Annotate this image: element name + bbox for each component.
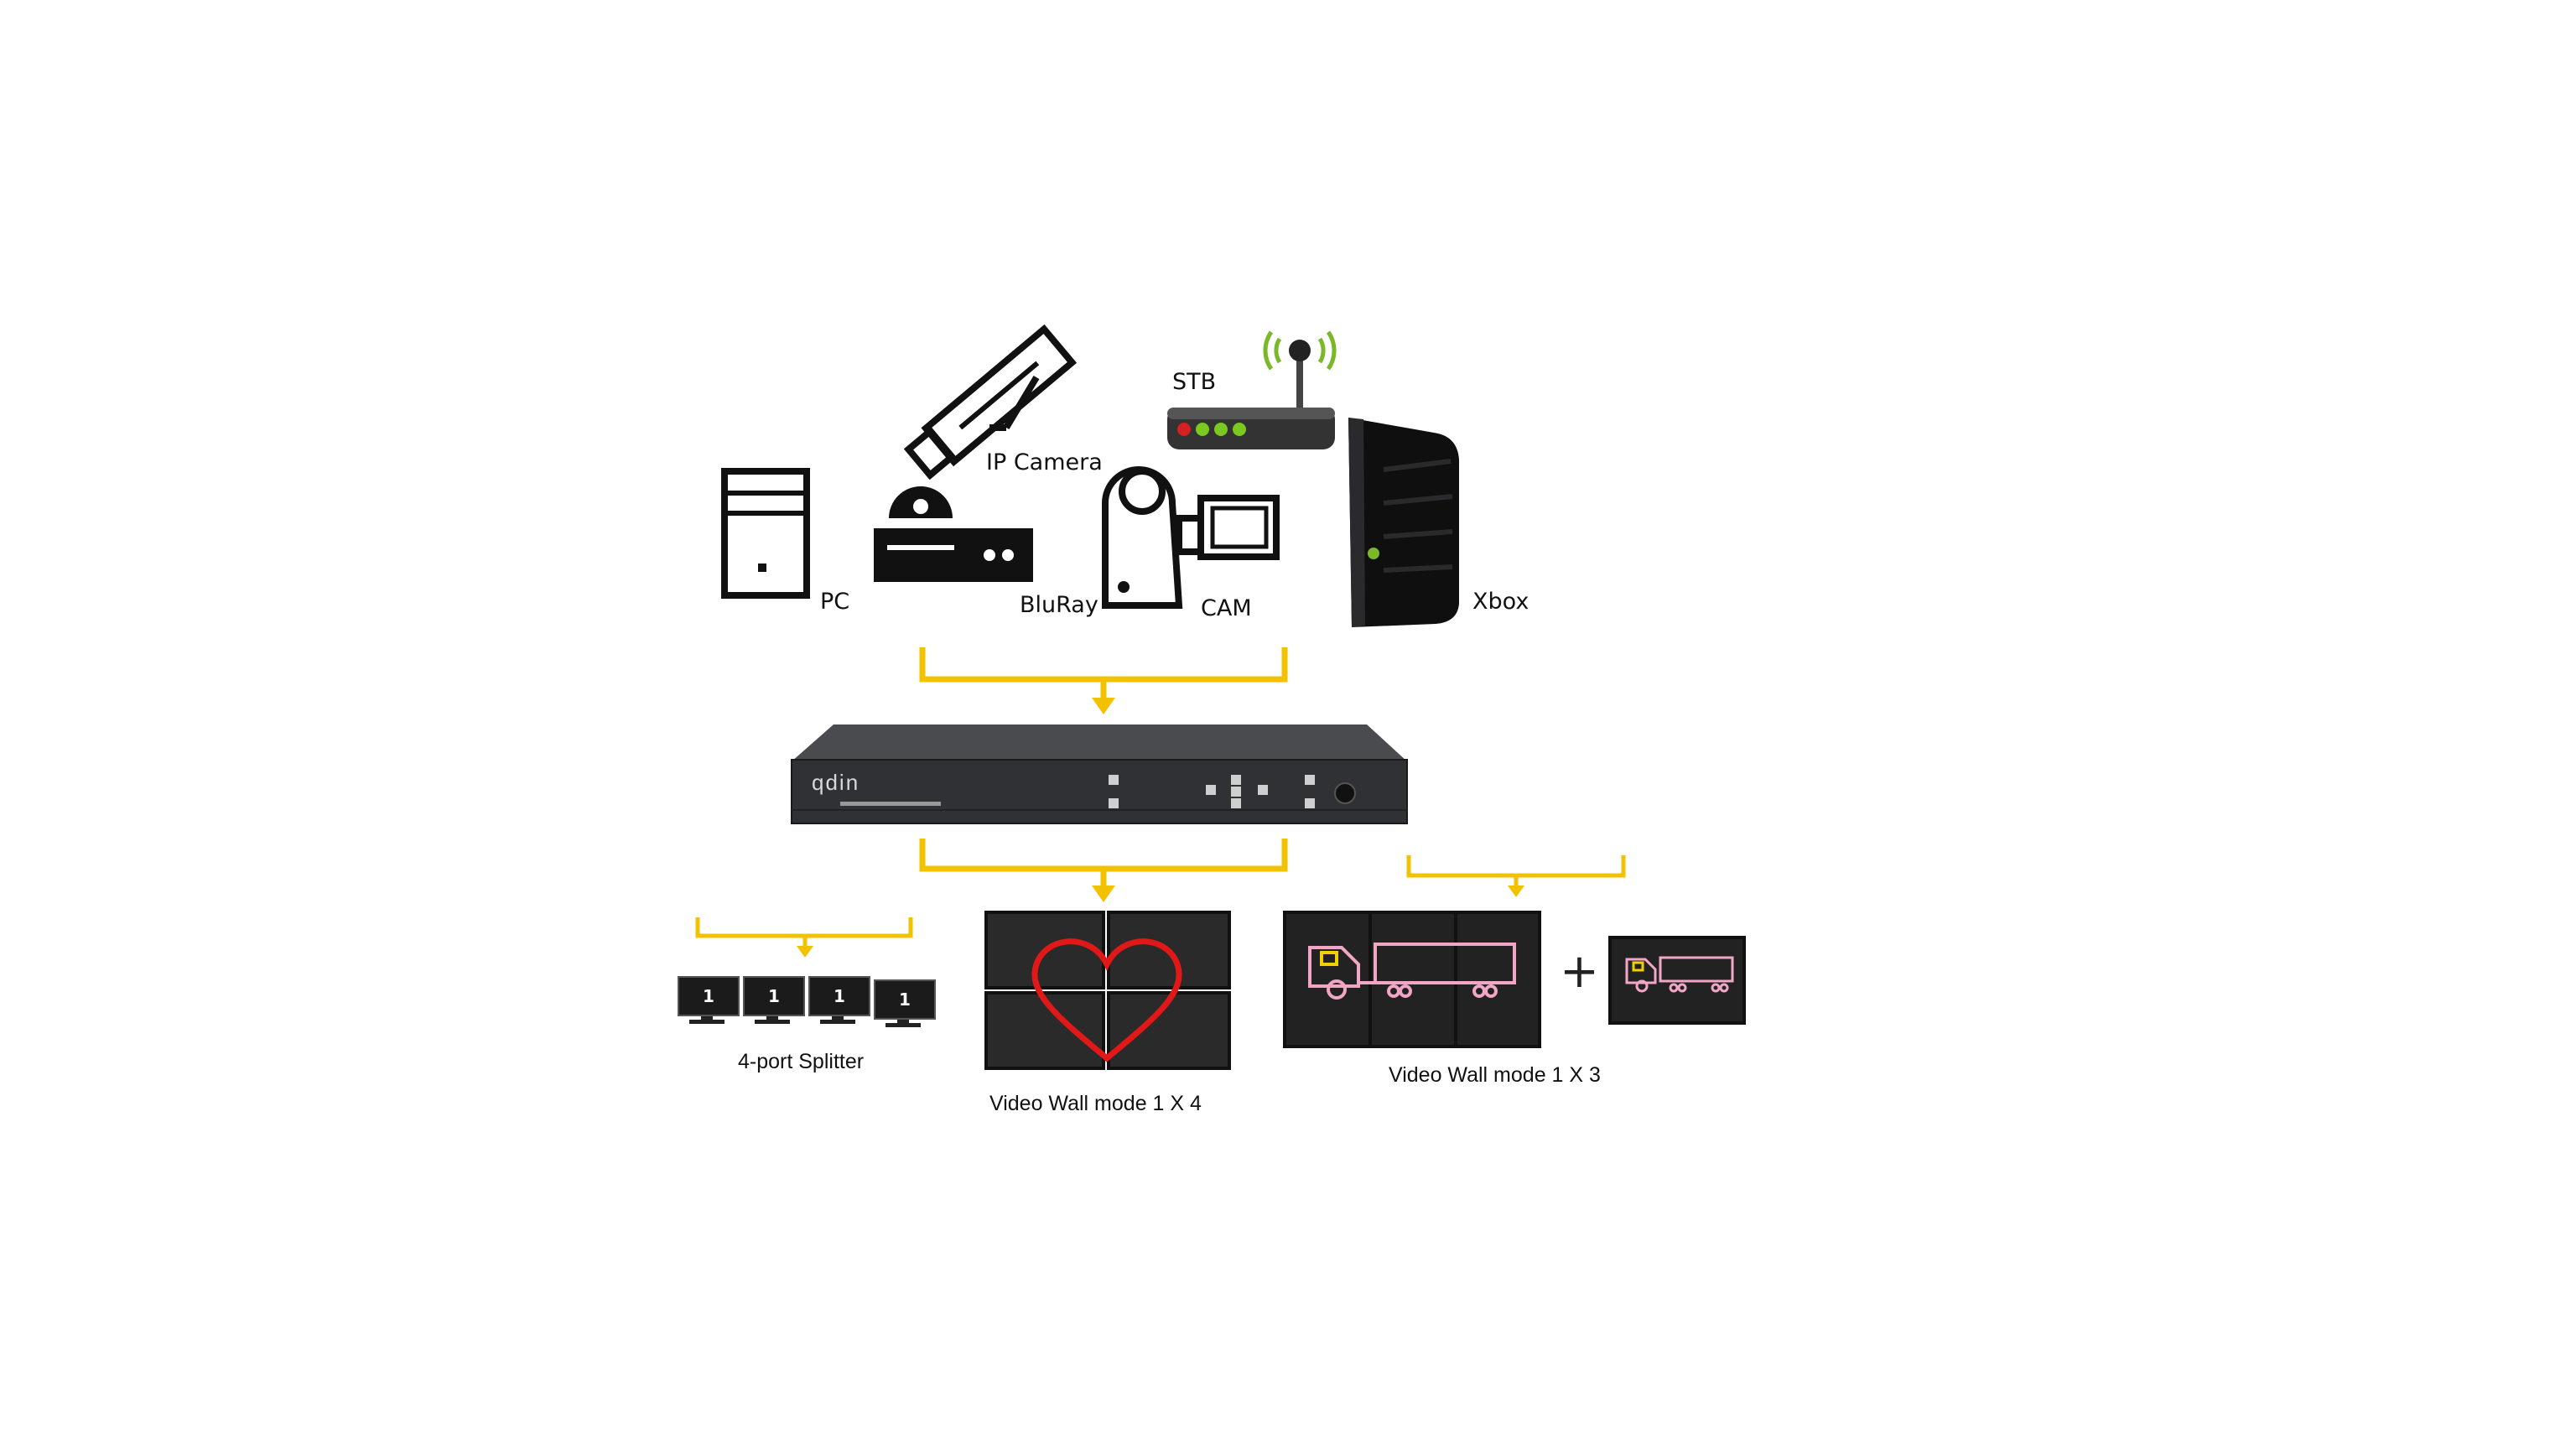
splitter-monitor-3: 1 xyxy=(808,976,870,1016)
splitter-monitor-2: 1 xyxy=(743,976,805,1016)
truck-shape-small xyxy=(1625,956,1734,993)
bluray-label: BluRay xyxy=(1020,592,1098,618)
pc-icon xyxy=(721,468,810,599)
bluray-icon xyxy=(874,486,1033,582)
device-brand: qdin xyxy=(812,770,860,795)
truck-shape-large xyxy=(1308,943,1516,1000)
stb-icon xyxy=(1167,330,1337,449)
splitter-caption: 4-port Splitter xyxy=(738,1050,865,1073)
xbox-label: Xbox xyxy=(1472,589,1530,615)
ip-camera-label: IP Camera xyxy=(986,449,1103,475)
ip-camera-icon xyxy=(903,324,1078,480)
stb-label: STB xyxy=(1172,369,1217,395)
camcorder-icon xyxy=(1102,466,1280,609)
input-connector xyxy=(919,647,1288,714)
heart-shape xyxy=(1031,938,1182,1062)
plus-sign: + xyxy=(1560,944,1599,999)
video-wall-1x3 xyxy=(1283,911,1746,1048)
wall-1x3-caption: Video Wall mode 1 X 3 xyxy=(1389,1063,1601,1087)
video-wall-controller xyxy=(791,724,1408,824)
output-connector-1x3 xyxy=(1406,855,1626,897)
cam-label: CAM xyxy=(1201,595,1252,621)
video-wall-1x4 xyxy=(984,911,1231,1070)
output-connector-splitter xyxy=(695,917,913,958)
splitter-monitor-4: 1 xyxy=(874,979,936,1020)
xbox-icon xyxy=(1348,418,1459,627)
pc-label: PC xyxy=(820,589,850,615)
output-connector-main xyxy=(919,839,1288,902)
splitter-monitor-1: 1 xyxy=(678,976,740,1016)
splitter-monitor-stands xyxy=(689,1013,921,1027)
wall-1x4-caption: Video Wall mode 1 X 4 xyxy=(989,1092,1202,1115)
